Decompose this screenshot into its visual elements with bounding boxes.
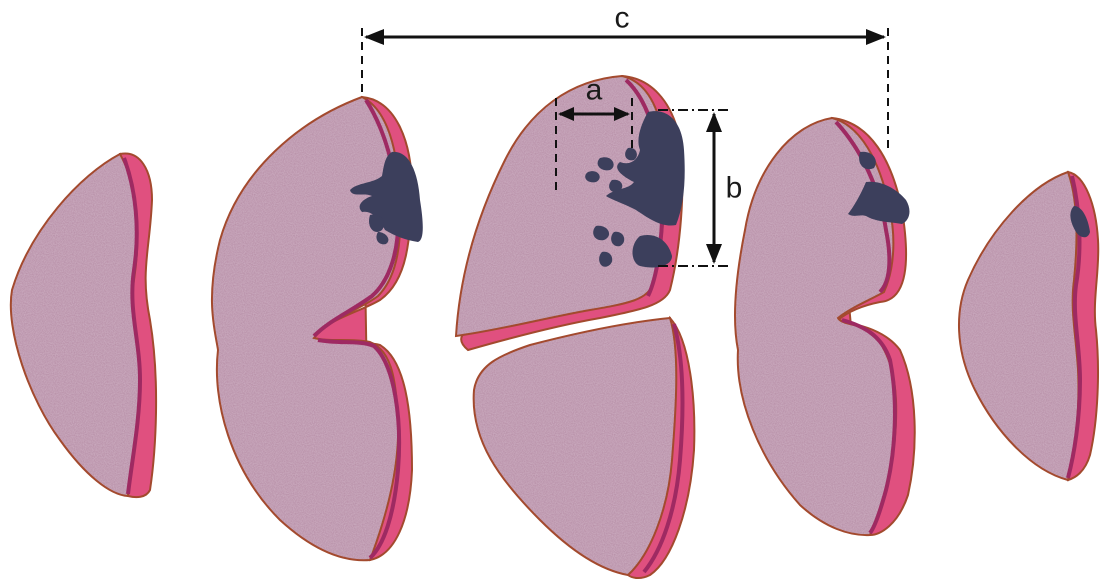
dimension-c-arrow-right <box>866 29 886 45</box>
label-c: c <box>615 2 630 35</box>
kidney-slice-3-lower <box>474 318 695 578</box>
kidney-slice-2 <box>212 97 423 560</box>
kidney-slice-5 <box>959 172 1098 480</box>
kidney-slice-4 <box>735 118 915 535</box>
dimension-b-arrow-top <box>706 112 722 132</box>
kidney-slice-1 <box>11 153 156 497</box>
label-a: a <box>586 74 603 107</box>
dimension-c-arrow-left <box>364 29 384 45</box>
label-b: b <box>726 172 743 205</box>
dimension-b-arrow-bottom <box>706 244 722 264</box>
